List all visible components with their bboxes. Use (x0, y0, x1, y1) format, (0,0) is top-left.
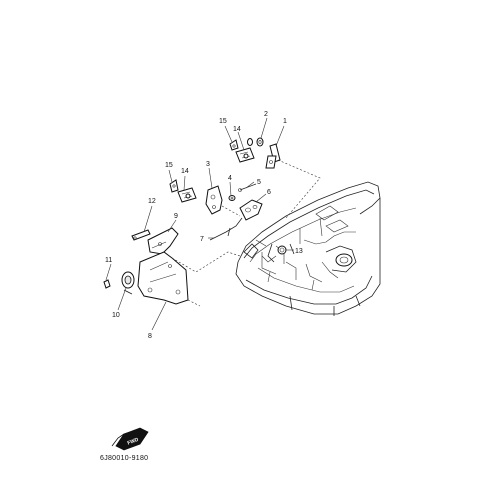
label-part-10: 10 (112, 312, 120, 319)
label-part-6: 6 (267, 189, 271, 196)
label-part-1: 1 (283, 118, 287, 125)
fwd-label: FWD (127, 437, 140, 447)
label-part-13: 13 (295, 248, 303, 255)
part-15-clip-top (229, 139, 239, 151)
part-5-cotter-pin (238, 183, 257, 192)
part-11-screw (103, 279, 111, 289)
bottom-cowling (235, 181, 381, 316)
label-part-12: 12 (148, 198, 156, 205)
part-15-clip-mid (169, 179, 179, 193)
label-part-8: 8 (148, 333, 152, 340)
label-part-4: 4 (228, 175, 232, 182)
label-part-7: 7 (200, 236, 204, 243)
part-4-washer (228, 195, 236, 201)
label-part-2: 2 (264, 111, 268, 118)
label-part-3: 3 (206, 161, 210, 168)
part-3-lever-plate (205, 185, 223, 215)
leader-lines (105, 117, 321, 331)
part-2-washer (256, 137, 264, 147)
part-14-connector-mid (177, 187, 197, 203)
part-number-labels: 1 2 15 14 3 15 14 4 5 6 7 12 9 11 10 8 1… (105, 111, 303, 340)
part-10-grommet (121, 271, 135, 295)
label-part-11: 11 (105, 257, 112, 264)
forward-direction-arrow: FWD (111, 427, 149, 451)
label-part-9: 9 (174, 213, 178, 220)
label-part-15-mid: 15 (165, 162, 173, 169)
label-part-15-top: 15 (219, 118, 227, 125)
label-part-14-top: 14 (233, 126, 241, 133)
label-part-5: 5 (257, 179, 261, 186)
part-14-connector-top (235, 138, 255, 163)
part-9-upper-bracket (147, 227, 179, 255)
drawing-code: 6J80010-9180 (100, 455, 148, 462)
part-12-rod (131, 229, 151, 241)
part-7-shift-rod (209, 217, 243, 241)
label-part-14-mid: 14 (181, 168, 189, 175)
part-1-shift-lever (265, 143, 281, 169)
part-6-link-bracket (239, 199, 263, 221)
part-8-main-bracket (137, 251, 189, 305)
